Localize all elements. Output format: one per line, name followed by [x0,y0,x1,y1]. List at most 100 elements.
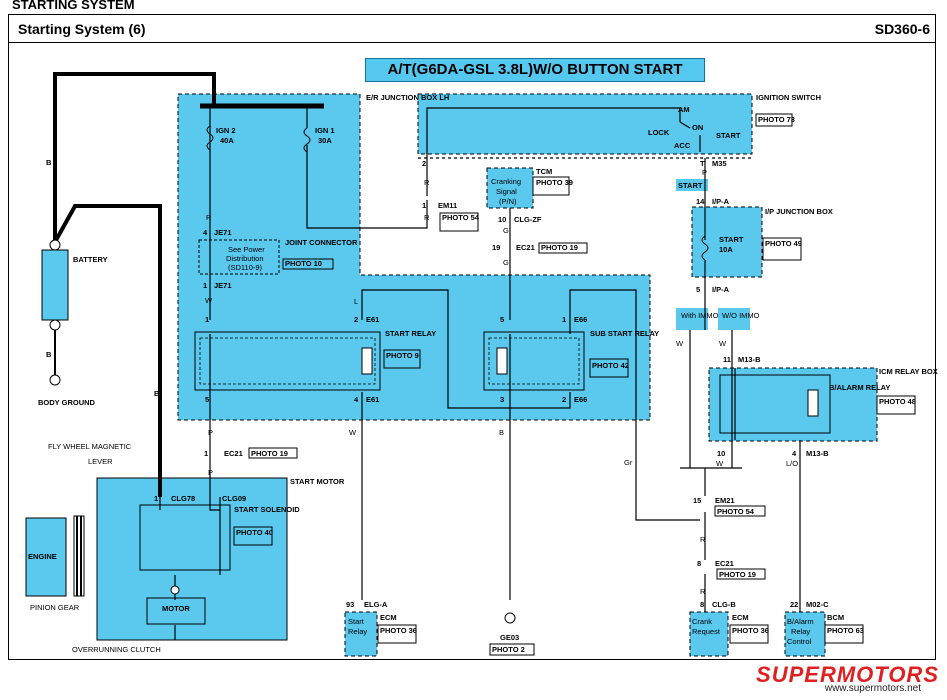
sub-relay-photo: PHOTO 42 [592,361,629,370]
ec21-top-code: EC21 [516,243,535,252]
em11-photo: PHOTO 54 [442,213,480,222]
ecm-right-photo: PHOTO 36 [732,626,769,635]
ecm-left-func-2: Relay [348,627,367,636]
er-box-label-1: E/R JUNCTION BOX LH [366,93,449,102]
engine-label: ENGINE [28,552,57,561]
ign-pin-t: T [700,159,705,168]
em11-code: EM11 [438,201,457,210]
start-relay-pin-1: 1 [205,315,209,324]
start-solenoid [139,504,231,571]
with-immo-label: With IMMO [681,311,719,320]
bcm-func-1: B/Alarm [787,617,814,626]
ec21-mid-photo: PHOTO 19 [251,449,288,458]
start-relay-code-bottom: E61 [366,395,379,404]
fuse-ign2-name: IGN 2 [216,126,236,135]
joint-note-3: (SD110-9) [228,263,263,272]
ip-junction-label: I/P JUNCTION BOX [765,207,833,216]
ecm-right-func-2: Request [692,627,721,636]
solenoid-photo: PHOTO 40 [236,528,273,537]
icm-relay [719,374,831,434]
icm-pin-4: 4 [792,449,797,458]
solenoid-label: START SOLENOID [234,505,300,514]
ecm-right-label: ECM [732,613,749,622]
ec21-low-photo: PHOTO 19 [719,570,756,579]
joint-code-top: JE71 [214,228,232,237]
joint-note-2: Distribution [226,254,264,263]
wire-r-2: R [424,213,430,222]
wire-w-5: W [716,459,724,468]
ip-junction-box [691,206,763,278]
header-divider [8,42,936,43]
ip-pin-top: 14 [696,197,705,206]
start-relay-code-top: E61 [366,315,379,324]
joint-connector-photo: PHOTO 10 [285,259,322,268]
tcm-pin: 10 [498,215,506,224]
tcm-signal-3: (P/N) [499,197,517,206]
motor-label: MOTOR [162,604,190,613]
motor [146,597,206,625]
battery-label: BATTERY [73,255,108,264]
ecm-left-pin: 93 [346,600,354,609]
supermotors-url: www.supermotors.net [824,683,921,694]
wire-g-2: G [503,258,509,267]
ignition-switch-photo: PHOTO 73 [758,115,795,124]
ecm-right-code: CLG-B [712,600,736,609]
start-relay [194,331,381,391]
ecm-right-func-1: Crank [692,617,712,626]
wire-p-1: P [208,428,213,437]
ip-pin-bottom: 5 [696,285,700,294]
em21-code: EM21 [715,496,735,505]
ign-pos-on: ON [692,123,703,132]
battery-wire-top: B [46,158,52,167]
ign-pin-2: 2 [422,159,426,168]
ign-pin-m35: M35 [712,159,727,168]
section-title: STARTING SYSTEM [12,0,135,12]
wire-w-3: W [676,339,684,348]
icm-box-label: ICM RELAY BOX [879,367,938,376]
with-immo-badge [676,308,708,330]
ip-fuse-name: START [719,235,744,244]
sub-start-relay [483,331,585,391]
flywheel-label: FLY WHEEL MAGNETIC [48,442,132,451]
start-label-badge [676,179,708,191]
wire-b: B [499,428,504,437]
bcm-photo: PHOTO 63 [827,626,864,635]
wire-r-1: R [424,178,430,187]
ip-code-top: I/P-A [712,197,730,206]
wire-r-3: R [206,213,212,222]
icm-code-top: M13-B [738,355,761,364]
joint-connector-label: JOINT CONNECTOR [285,238,358,247]
ecm-right-pin: 8 [700,600,704,609]
tcm-photo: PHOTO 39 [536,178,573,187]
ip-code-bottom: I/P-A [712,285,730,294]
icm-pin-10: 10 [717,449,725,458]
er-junction-box-area [177,93,651,421]
ec21-mid-pin: 1 [204,449,208,458]
motor-code-clg09: CLG09 [222,494,246,503]
wire-lo: L/O [786,459,798,468]
wire-w-2: W [349,428,357,437]
diagram-code: SD360-6 [874,21,930,37]
start-motor-label: START MOTOR [290,477,345,486]
wo-immo-badge [718,308,750,330]
diagram-frame [8,14,936,660]
ip-junction-photo: PHOTO 49 [765,239,802,248]
start-relay-pin-2: 2 [354,315,358,324]
sub-relay-pin-2: 2 [562,395,566,404]
joint-pin-top: 4 [203,228,208,237]
start-relay-pin-5: 5 [205,395,209,404]
ecm-left-func-1: Start [348,617,365,626]
icm-relay-box [708,367,878,442]
start-label: START [678,181,703,190]
ecm-left-label: ECM [380,613,397,622]
ecm-left-photo: PHOTO 36 [380,626,417,635]
joint-code-bottom: JE71 [214,281,232,290]
sub-relay-code-top: E66 [574,315,587,324]
fuse-ign2-amp: 40A [220,136,234,145]
ecm-left-box [344,611,378,657]
em21-photo: PHOTO 54 [717,507,755,516]
ec21-mid-code: EC21 [224,449,243,458]
sub-relay-label: SUB START RELAY [590,329,659,338]
icm-code-bottom: M13-B [806,449,829,458]
